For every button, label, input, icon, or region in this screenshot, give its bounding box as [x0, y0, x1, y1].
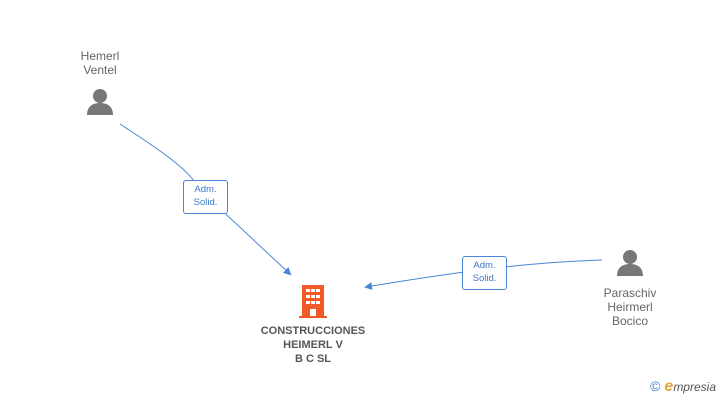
relation-label-line: Adm.	[194, 184, 217, 195]
person-icon	[617, 250, 643, 276]
relation-label-line: Adm.	[473, 260, 496, 271]
person-name-line: Ventel	[83, 63, 117, 77]
copyright-icon: ©	[650, 378, 661, 394]
relation-badge[interactable]: Adm. Solid.	[183, 180, 228, 214]
company-name: CONSTRUCCIONES HEIMERL V B C SL	[250, 324, 376, 366]
person-name-line: Hemerl	[80, 49, 120, 63]
person-node-hemerl-ventel[interactable]: Hemerl Ventel	[68, 49, 132, 117]
company-name-line: CONSTRUCCIONES	[260, 325, 366, 337]
person-name: Hemerl Ventel	[68, 49, 132, 77]
building-icon	[299, 285, 327, 318]
company-node[interactable]: CONSTRUCCIONES HEIMERL V B C SL	[250, 284, 376, 366]
relation-badge[interactable]: Adm. Solid.	[462, 256, 507, 290]
company-name-line: B C SL	[294, 353, 332, 365]
brand-initial: e	[664, 378, 674, 395]
company-name-line: HEIMERL V	[283, 339, 343, 351]
person-name: Paraschiv Heirmerl Bocico	[594, 286, 666, 328]
person-name-line: Heirmerl	[607, 300, 653, 314]
person-node-paraschiv[interactable]: Paraschiv Heirmerl Bocico	[594, 248, 666, 328]
person-name-line: Bocico	[611, 314, 649, 328]
person-name-line: Paraschiv	[603, 286, 657, 300]
person-icon	[87, 89, 113, 115]
relation-label-line: Solid.	[472, 273, 497, 284]
relation-label-line: Solid.	[193, 197, 218, 208]
brand-name: mpresia	[673, 380, 716, 394]
brand-logo: ©empresia	[650, 378, 716, 396]
